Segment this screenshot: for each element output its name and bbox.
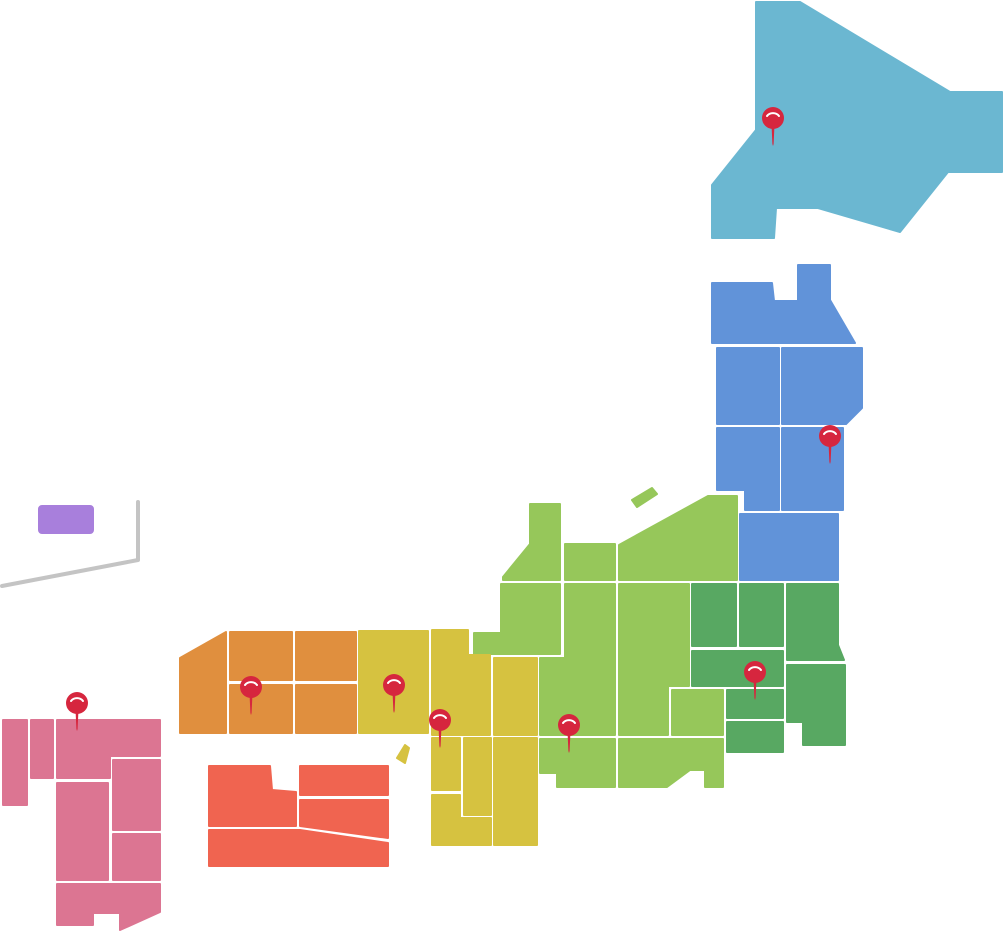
pin-head — [744, 661, 766, 683]
region-chugoku — [179, 631, 357, 734]
prefecture-ibaraki[interactable] — [786, 583, 845, 661]
pin-highlight — [823, 430, 837, 435]
okinawa-inset-divider — [0, 500, 140, 588]
prefecture-shimane[interactable] — [229, 631, 293, 681]
map-pin-icon[interactable] — [429, 709, 451, 748]
prefecture-okayama[interactable] — [295, 684, 357, 734]
prefecture-nagasaki[interactable] — [2, 719, 28, 806]
prefecture-ishikawa[interactable] — [502, 503, 561, 581]
pin-head — [240, 676, 262, 698]
prefecture-tokyo[interactable] — [726, 689, 784, 719]
prefecture-gunma[interactable] — [691, 583, 737, 647]
island-awaji[interactable] — [396, 744, 410, 764]
prefecture-mie[interactable] — [493, 737, 538, 846]
map-pin-icon[interactable] — [558, 714, 580, 753]
prefecture-yamaguchi[interactable] — [179, 631, 227, 734]
map-pins — [66, 107, 841, 753]
map-pin-icon[interactable] — [819, 425, 841, 464]
prefecture-niigata[interactable] — [618, 495, 738, 581]
prefecture-tochigi[interactable] — [739, 583, 784, 647]
prefecture-saitama[interactable] — [691, 650, 784, 687]
region-chubu — [473, 487, 738, 788]
region-kyushu — [2, 719, 161, 931]
pin-head — [819, 425, 841, 447]
prefecture-fukui[interactable] — [473, 583, 561, 655]
pin-head — [383, 674, 405, 696]
prefecture-kagawa[interactable] — [299, 765, 389, 796]
map-pin-icon[interactable] — [744, 661, 766, 700]
prefecture-akita[interactable] — [716, 347, 780, 425]
prefecture-osaka[interactable] — [431, 737, 461, 791]
prefecture-hiroshima[interactable] — [229, 684, 293, 734]
pin-head — [429, 709, 451, 731]
prefecture-tokushima[interactable] — [299, 799, 389, 839]
region-kanto — [691, 583, 846, 753]
prefecture-aichi[interactable] — [539, 738, 616, 788]
map-pin-icon[interactable] — [66, 692, 88, 731]
pin-highlight — [244, 681, 258, 686]
prefecture-shizuoka[interactable] — [618, 738, 724, 788]
prefecture-okinawa[interactable] — [38, 505, 94, 534]
pin-highlight — [70, 697, 84, 702]
pin-highlight — [562, 719, 576, 724]
prefecture-iwate[interactable] — [781, 347, 863, 425]
prefecture-saga[interactable] — [30, 719, 54, 779]
pin-highlight — [766, 112, 780, 117]
pin-head — [558, 714, 580, 736]
prefecture-ehime[interactable] — [208, 765, 297, 827]
prefecture-kochi[interactable] — [208, 829, 389, 867]
prefecture-hokkaido[interactable] — [711, 1, 1003, 239]
prefecture-wakayama[interactable] — [431, 794, 492, 846]
prefecture-gifu[interactable] — [539, 583, 616, 736]
island-sado[interactable] — [631, 487, 658, 508]
pin-highlight — [387, 679, 401, 684]
prefecture-toyama[interactable] — [564, 543, 616, 581]
prefecture-kyoto[interactable] — [431, 629, 491, 736]
pin-highlight — [748, 666, 762, 671]
pin-highlight — [433, 714, 447, 719]
prefecture-shiga[interactable] — [493, 657, 538, 736]
region-okinawa — [38, 505, 94, 534]
prefecture-yamanashi[interactable] — [671, 689, 724, 736]
map-pin-icon[interactable] — [383, 674, 405, 713]
prefecture-kanagawa[interactable] — [726, 721, 784, 753]
prefecture-nara[interactable] — [463, 737, 492, 816]
prefecture-aomori[interactable] — [711, 264, 856, 344]
map-pin-icon[interactable] — [762, 107, 784, 146]
prefecture-fukuoka[interactable] — [56, 719, 161, 779]
prefecture-chiba[interactable] — [786, 664, 846, 746]
prefecture-kumamoto[interactable] — [56, 782, 109, 881]
prefecture-oita[interactable] — [112, 759, 161, 831]
prefecture-fukushima[interactable] — [739, 513, 839, 581]
pin-head — [762, 107, 784, 129]
pin-head — [66, 692, 88, 714]
map-pin-icon[interactable] — [240, 676, 262, 715]
prefecture-nagano[interactable] — [618, 583, 690, 736]
region-hokkaido — [711, 1, 1003, 239]
region-shikoku — [208, 765, 389, 867]
prefecture-miyazaki[interactable] — [112, 833, 161, 881]
prefecture-yamagata[interactable] — [716, 427, 780, 511]
prefecture-kagoshima[interactable] — [56, 883, 161, 931]
prefecture-tottori[interactable] — [295, 631, 357, 681]
